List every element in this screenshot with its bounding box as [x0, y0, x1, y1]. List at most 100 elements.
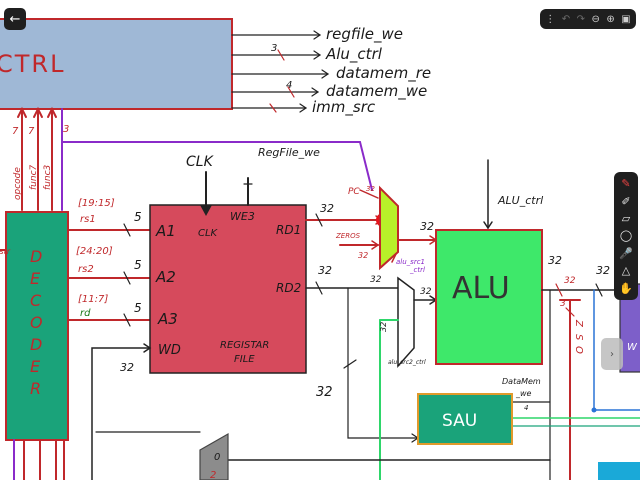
width-wd: 32: [120, 361, 134, 374]
datamem-we-label-2: _we: [515, 389, 532, 398]
ctrl-input-opcode: opcode: [13, 167, 23, 200]
alu-src2-mux: [397, 276, 415, 368]
alu-src1-mux: [379, 185, 399, 271]
regfile-clk-label: CLK: [198, 228, 219, 239]
ctrl-output-imm-src: imm_src: [312, 98, 376, 117]
clk-label: CLK: [186, 154, 215, 170]
alu-ctrl-width: 3: [271, 43, 277, 54]
mic-icon[interactable]: 🎤: [619, 246, 633, 260]
ctrl-input-width-opcode: 7: [12, 126, 19, 137]
decoder-letter-2: E: [30, 269, 41, 288]
regfile-name-1: REGISTAR: [220, 340, 269, 351]
ctrl-output-regfile-we: regfile_we: [326, 25, 403, 44]
decoder-letter-7: R: [30, 379, 41, 398]
width-a1: 5: [134, 210, 142, 224]
decoder-side-label: Instr: [0, 247, 11, 256]
top-toolbar: ⋮ ↶ ↷ ⊖ ⊕ ▣: [540, 9, 636, 29]
redo-icon[interactable]: ↷: [576, 13, 585, 25]
alu-label: ALU: [452, 271, 510, 306]
flags-width-red: 32: [564, 276, 576, 286]
zoom-fit-icon[interactable]: ▣: [621, 13, 631, 25]
imm-width: 32: [379, 322, 388, 332]
alu-out-width-2: 32: [596, 264, 610, 277]
flag-s: S: [573, 334, 584, 341]
alu-src2-ctrl-label: alu_src2_ctrl: [388, 359, 426, 366]
mux1-out-width: 32: [420, 220, 434, 233]
pc-label: PC: [348, 187, 360, 197]
ctrl-label: CTRL: [0, 50, 65, 78]
ctrl-output-datamem-we: datamem_we: [326, 82, 427, 101]
partial-block-label: W: [627, 342, 638, 353]
alu-ctrl-label: ALU_ctrl: [497, 194, 543, 207]
bottom-mux-label: 0: [214, 452, 220, 463]
lasso-icon[interactable]: ◯: [619, 229, 633, 243]
zoom-in-icon[interactable]: ⊕: [606, 13, 615, 25]
alu-src1-ctrl-label: alu_src1: [396, 258, 425, 266]
eraser-icon[interactable]: ▱: [621, 212, 631, 226]
datamem-we-width: 4: [286, 80, 292, 91]
hand-icon[interactable]: ✋: [619, 281, 633, 295]
ctrl-block: [0, 18, 233, 110]
flag-o: O: [573, 346, 584, 354]
ctrl-input-width-func7: 7: [28, 126, 35, 137]
ctrl-input-width-func3: 3: [63, 124, 69, 135]
datamem-we-bus-width: 4: [524, 404, 528, 412]
decoder-letter-5: D: [30, 335, 42, 354]
ctrl-output-datamem-re: datamem_re: [336, 64, 431, 83]
chevron-icon: ›: [610, 348, 614, 360]
flags-width: 3: [560, 299, 566, 309]
register-file: [149, 204, 307, 374]
port-a3: A3: [157, 310, 178, 328]
bottom-mux: [199, 432, 229, 480]
decoder-letter-4: O: [30, 313, 43, 332]
flag-z: Z: [573, 319, 584, 328]
field-rs1-bits: [19:15]: [78, 198, 115, 209]
arrow-left-icon: ←: [9, 11, 21, 27]
marker-icon[interactable]: ✐: [621, 194, 631, 208]
zeros-width: 32: [358, 251, 368, 260]
regfile-we-label: RegFile_we: [258, 146, 320, 159]
field-rs2-bits: [24:20]: [76, 246, 113, 257]
decoder-letter-3: C: [30, 291, 42, 310]
mux2-in-width: 32: [370, 275, 382, 285]
more-icon[interactable]: ⋮: [545, 13, 556, 25]
alu-out-width: 32: [548, 254, 562, 267]
decoder-letter-1: D: [30, 247, 42, 266]
alu-block: [435, 229, 543, 365]
back-button[interactable]: ←: [4, 8, 26, 30]
port-rd2: RD2: [276, 281, 301, 295]
rd2-width: 32: [318, 264, 332, 277]
port-a1: A1: [155, 222, 176, 240]
sau-label: SAU: [442, 411, 477, 431]
datamem-we-label-1: DataMem: [502, 377, 541, 386]
field-rd: rd: [80, 308, 91, 319]
partial-block-bottom: [598, 462, 640, 480]
field-rd-bits: [11:7]: [78, 294, 108, 305]
ctrl-input-func3: func3: [43, 164, 53, 190]
undo-icon[interactable]: ↶: [561, 13, 571, 25]
zeros-label: ZEROS: [335, 232, 361, 240]
bottom-mux-label-2: 2: [210, 470, 216, 480]
regfile-name-2: FILE: [234, 354, 255, 365]
we3-label: WE3: [230, 210, 255, 223]
scroll-handle[interactable]: ›: [601, 338, 623, 370]
side-toolbar: ✎ ✐ ▱ ◯ 🎤 △ ✋: [614, 172, 638, 300]
alu-src1-ctrl-label-2: _ctrl: [409, 266, 425, 274]
port-wd: WD: [158, 343, 181, 358]
port-rd1: RD1: [276, 223, 301, 237]
decoder-block: [5, 211, 69, 441]
width-a2: 5: [134, 258, 142, 272]
decoder-letter-6: E: [30, 357, 41, 376]
field-rs2: rs2: [78, 264, 94, 275]
shapes-icon[interactable]: △: [621, 264, 631, 278]
pen-icon[interactable]: ✎: [621, 177, 631, 191]
ctrl-output-alu-ctrl: Alu_ctrl: [325, 45, 383, 64]
zoom-out-icon[interactable]: ⊖: [591, 13, 600, 25]
port-a2: A2: [155, 268, 176, 286]
width-a3: 5: [134, 301, 142, 315]
field-rs1: rs1: [80, 214, 96, 225]
ctrl-input-func7: func7: [29, 164, 39, 190]
pc-width: 32: [366, 185, 375, 193]
mux2-out-width: 32: [420, 287, 432, 297]
